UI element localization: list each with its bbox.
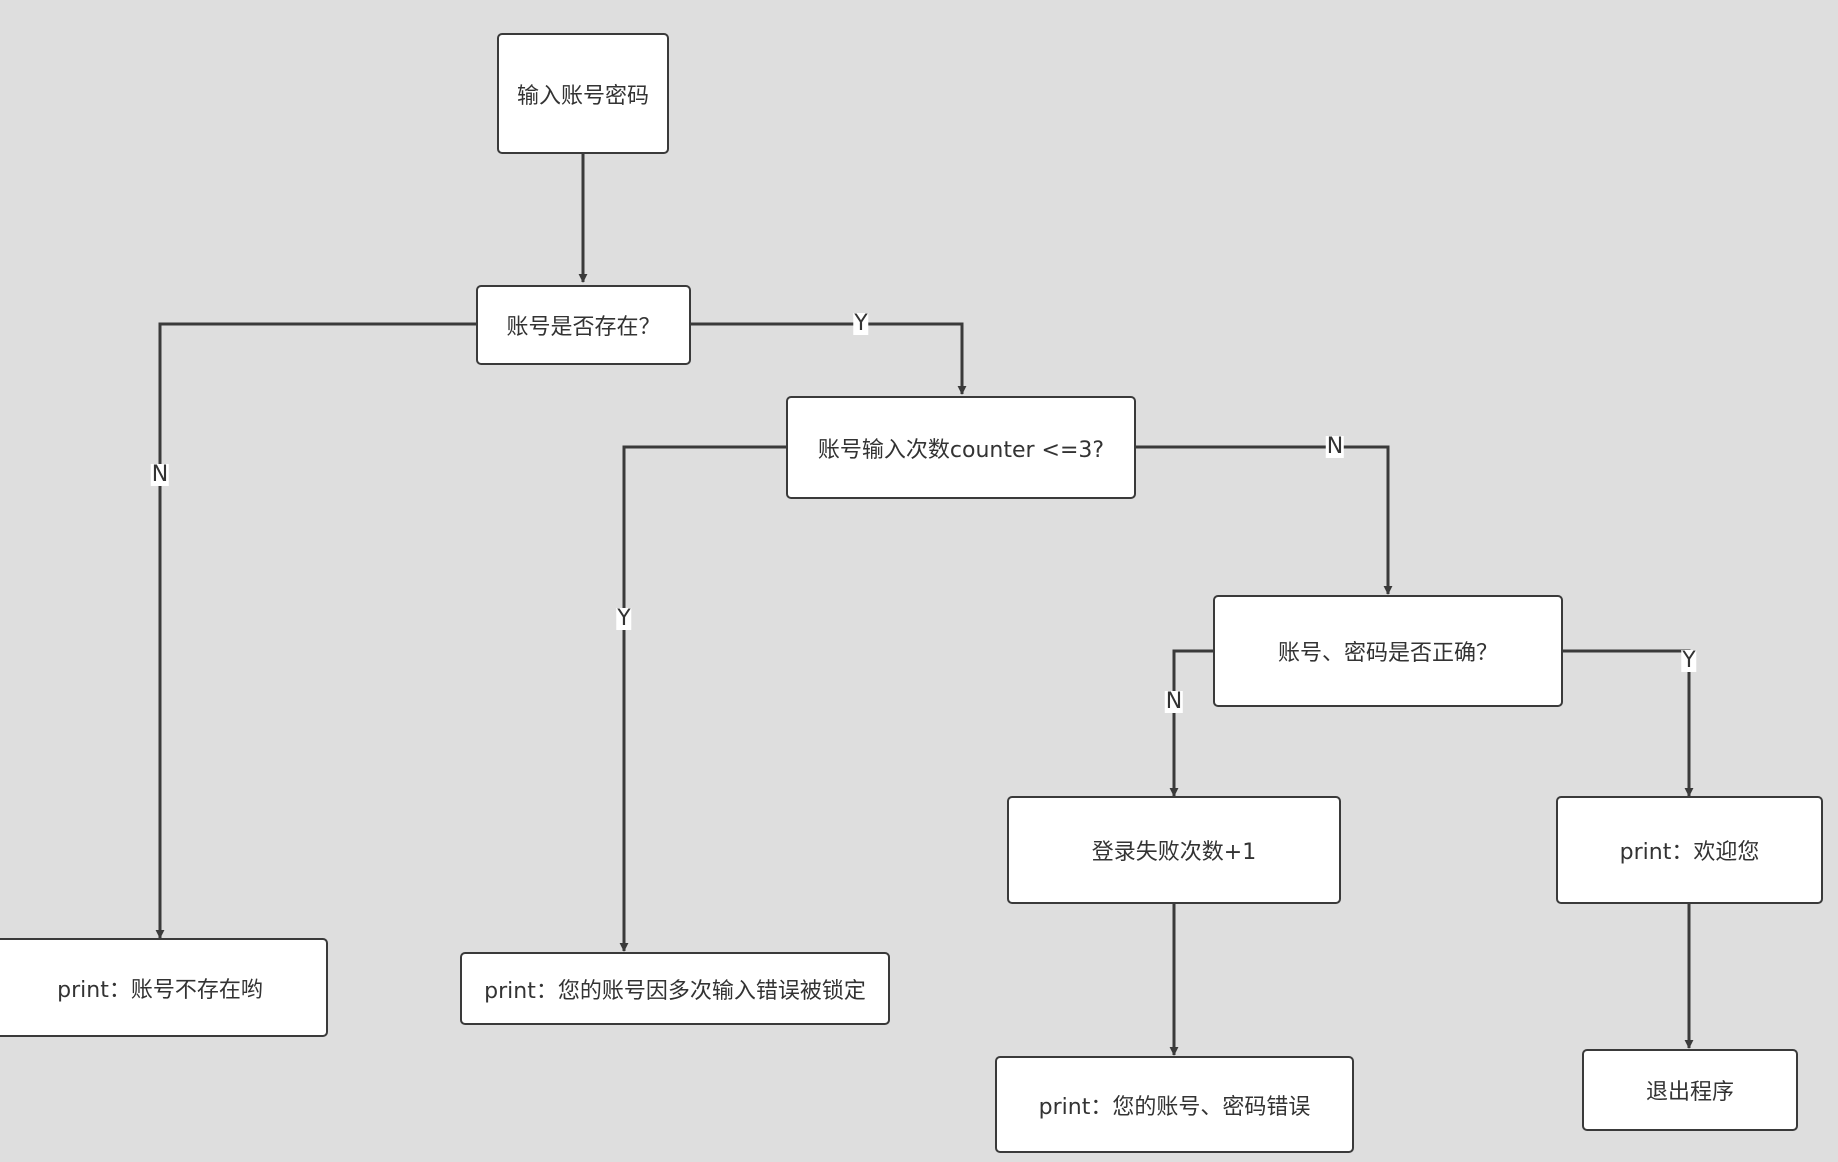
- node-credentials-correct-label: 账号、密码是否正确？: [1277, 641, 1498, 666]
- edge-label-counter-yes: Y: [616, 606, 632, 631]
- node-account-locked-label: print：您的账号因多次输入错误被锁定: [484, 978, 866, 1004]
- node-input-credentials-label: 输入账号密码: [516, 83, 649, 109]
- node-exit-program-label: 退出程序: [1645, 1080, 1734, 1105]
- edge-label-exists-yes: Y: [853, 311, 869, 336]
- edge-correct-yes: [1562, 649, 1694, 797]
- edge-label-correct-yes: Y: [1681, 648, 1697, 673]
- node-fail-increment-process: 登录失败次数+1: [1007, 796, 1341, 904]
- node-input-credentials: 输入账号密码: [497, 33, 669, 154]
- node-wrong-credentials-output: print：您的账号、密码错误: [995, 1056, 1354, 1153]
- node-exit-program: 退出程序: [1582, 1049, 1798, 1131]
- edge-counter-yes: [619, 445, 787, 952]
- node-account-exists-label: 账号是否存在？: [506, 315, 661, 340]
- edge-label-correct-no: N: [1164, 689, 1184, 714]
- node-wrong-credentials-label: print：您的账号、密码错误: [1038, 1094, 1311, 1120]
- edge-exists-no: [155, 322, 477, 939]
- node-account-exists-decision: 账号是否存在？: [476, 285, 691, 365]
- node-account-locked-output: print：您的账号因多次输入错误被锁定: [460, 952, 890, 1025]
- edge-counter-no: [1135, 445, 1393, 595]
- edge-exists-yes: [690, 322, 967, 395]
- node-account-not-exist-output: print：账号不存在哟: [0, 938, 328, 1037]
- edge-label-counter-no: N: [1325, 434, 1345, 459]
- node-welcome-label: print：欢迎您: [1619, 840, 1760, 865]
- node-account-not-exist-label: print：账号不存在哟: [57, 977, 263, 1003]
- node-fail-increment-label: 登录失败次数+1: [1091, 840, 1257, 865]
- node-welcome-output: print：欢迎您: [1556, 796, 1823, 904]
- node-counter-check-label: 账号输入次数counter <=3?: [817, 437, 1105, 463]
- node-counter-check-decision: 账号输入次数counter <=3?: [786, 396, 1136, 499]
- node-credentials-correct-decision: 账号、密码是否正确？: [1213, 595, 1563, 707]
- edge-correct-no: [1169, 649, 1214, 797]
- edge-label-exists-no: N: [150, 462, 170, 487]
